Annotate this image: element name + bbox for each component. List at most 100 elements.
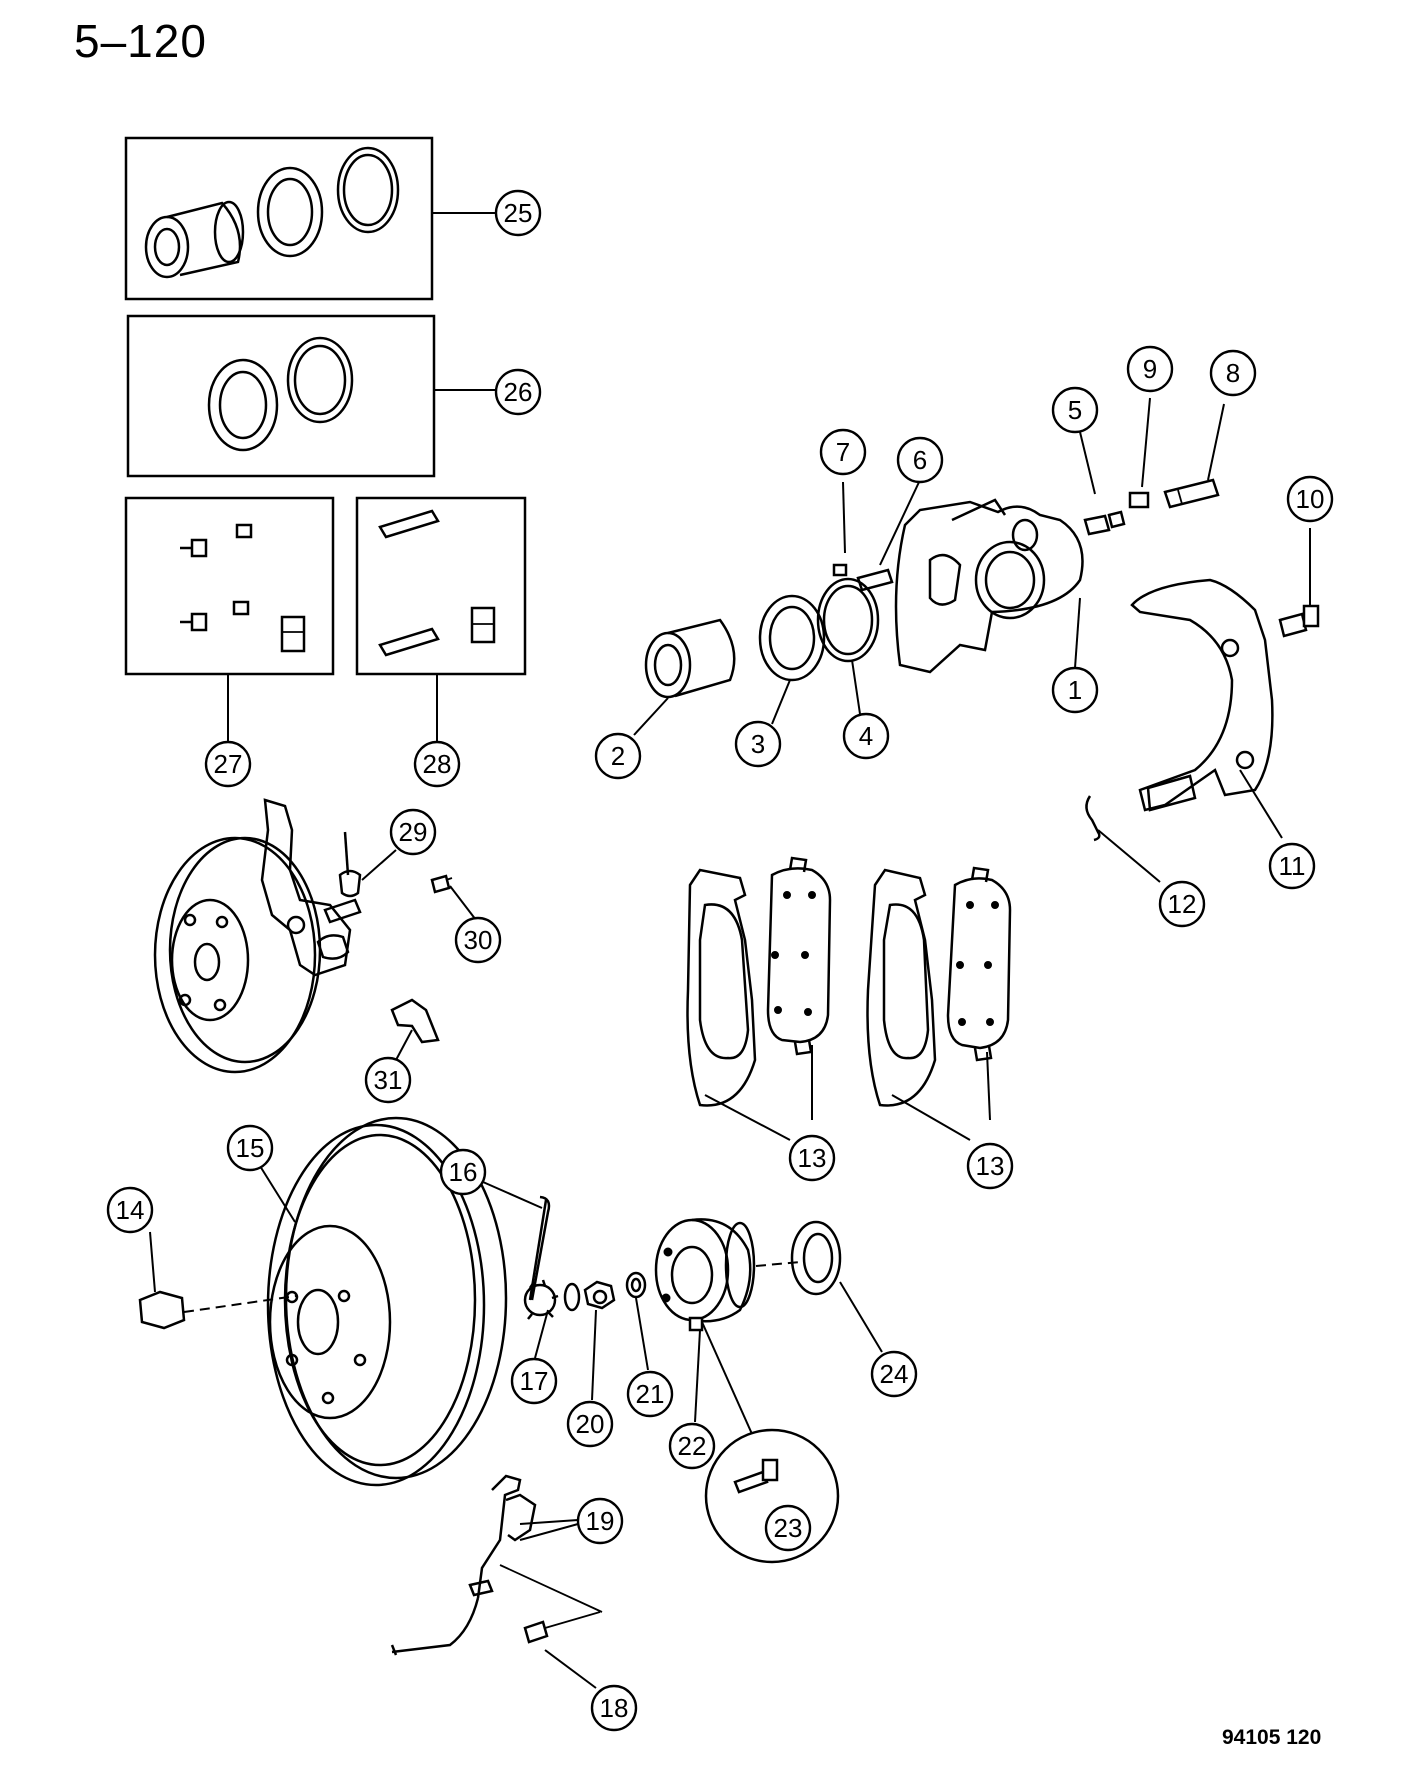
caliper-piston — [644, 618, 736, 699]
callout-label: 8 — [1226, 358, 1240, 388]
guide-pin-bushing — [1083, 510, 1126, 536]
callout-label: 31 — [374, 1065, 403, 1095]
callout-10: 10 — [1286, 475, 1334, 523]
callout-15: 15 — [226, 1124, 274, 1172]
callout-label: 29 — [399, 817, 428, 847]
callout-18: 18 — [590, 1684, 638, 1732]
callout-label: 30 — [464, 925, 493, 955]
caliper-housing — [894, 498, 1084, 674]
callout-16: 16 — [439, 1148, 487, 1196]
callout-29: 29 — [389, 808, 437, 856]
wheel-lug-nut — [138, 1290, 297, 1330]
callout-24: 24 — [870, 1350, 918, 1398]
abs-sensor-bracket — [390, 1474, 603, 1656]
callout-9: 9 — [1126, 345, 1174, 393]
abs-sensor-bolt — [523, 1611, 601, 1644]
callout-label: 3 — [751, 729, 765, 759]
callout-4: 4 — [842, 712, 890, 760]
hub-bearing — [654, 1218, 801, 1332]
callout-label: 24 — [880, 1359, 909, 1389]
callout-label: 25 — [504, 198, 533, 228]
callout-31: 31 — [364, 1056, 412, 1104]
callout-12: 12 — [1158, 880, 1206, 928]
callout-26: 26 — [494, 368, 542, 416]
callout-label: 15 — [236, 1133, 265, 1163]
adapter-bolt — [1278, 604, 1320, 638]
callout-22: 22 — [668, 1422, 716, 1470]
callout-19: 19 — [576, 1497, 624, 1545]
nut-lock — [523, 1279, 559, 1320]
bleeder-screw — [856, 568, 894, 592]
callout-label: 4 — [859, 721, 873, 751]
callout-label: 13 — [976, 1151, 1005, 1181]
brake-pad-set-left — [686, 856, 832, 1107]
callout-25: 25 — [494, 189, 542, 237]
hub-seal — [790, 1220, 842, 1296]
callout-label: 21 — [636, 1379, 665, 1409]
callout-label: 14 — [116, 1195, 145, 1225]
callout-label: 5 — [1068, 395, 1082, 425]
callout-8: 8 — [1209, 349, 1257, 397]
callout-13-right: 13 — [966, 1142, 1014, 1190]
callout-label: 26 — [504, 377, 533, 407]
callout-label: 13 — [798, 1143, 827, 1173]
kit-box-26 — [126, 314, 496, 478]
callout-7: 7 — [819, 428, 867, 476]
guide-pin-sleeve — [1128, 491, 1150, 509]
anti-rattle-clip — [1085, 795, 1101, 842]
page-number: 5–120 — [74, 15, 207, 67]
callout-label: 2 — [611, 741, 625, 771]
guide-pin — [1163, 478, 1220, 509]
callout-label: 28 — [423, 749, 452, 779]
callout-label: 22 — [678, 1431, 707, 1461]
callout-label: 20 — [576, 1409, 605, 1439]
caliper-piston-boot — [758, 594, 826, 682]
callout-3: 3 — [734, 720, 782, 768]
callout-17: 17 — [510, 1357, 558, 1405]
callout-label: 10 — [1296, 484, 1325, 514]
callout-label: 12 — [1168, 889, 1197, 919]
caliper-seal — [816, 577, 880, 663]
hub-bolt-detail — [704, 1428, 840, 1564]
leader-lines — [149, 397, 1311, 1689]
callout-5: 5 — [1051, 386, 1099, 434]
callout-label: 6 — [913, 445, 927, 475]
callout-21: 21 — [626, 1370, 674, 1418]
bleeder-screw-cap — [832, 563, 848, 577]
knuckle-bolt — [430, 874, 453, 894]
callout-30: 30 — [454, 916, 502, 964]
callout-13-left: 13 — [788, 1134, 836, 1182]
callout-label: 11 — [1279, 851, 1306, 881]
callout-6: 6 — [896, 436, 944, 484]
callout-28: 28 — [413, 740, 461, 788]
callout-label: 16 — [449, 1157, 478, 1187]
spring-washer — [563, 1282, 581, 1312]
callout-23: 23 — [764, 1504, 812, 1552]
callout-label: 19 — [586, 1506, 615, 1536]
kit-box-25 — [124, 136, 496, 301]
callout-11: 11 — [1268, 842, 1316, 890]
callout-label: 27 — [214, 749, 243, 779]
kit-box-28 — [355, 496, 527, 742]
callout-label: 17 — [520, 1366, 549, 1396]
callout-label: 1 — [1068, 675, 1082, 705]
figure-code: 94105 120 — [1222, 1726, 1322, 1749]
caliper-adapter — [1130, 578, 1274, 812]
brake-pad-set-right — [866, 866, 1012, 1107]
tie-rod-end — [323, 831, 362, 924]
kit-box-27 — [124, 496, 335, 742]
callout-20: 20 — [566, 1400, 614, 1448]
callout-2: 2 — [594, 732, 642, 780]
callout-14: 14 — [106, 1186, 154, 1234]
callout-1: 1 — [1051, 666, 1099, 714]
callout-27: 27 — [204, 740, 252, 788]
knuckle-rotor-assembly — [153, 798, 352, 1074]
callout-label: 7 — [836, 437, 850, 467]
callout-label: 9 — [1143, 354, 1157, 384]
dust-shield-clip — [390, 998, 440, 1044]
callout-label: 23 — [774, 1513, 803, 1543]
hub-washer — [625, 1271, 647, 1299]
hub-nut — [583, 1280, 616, 1310]
callout-label: 18 — [600, 1693, 629, 1723]
